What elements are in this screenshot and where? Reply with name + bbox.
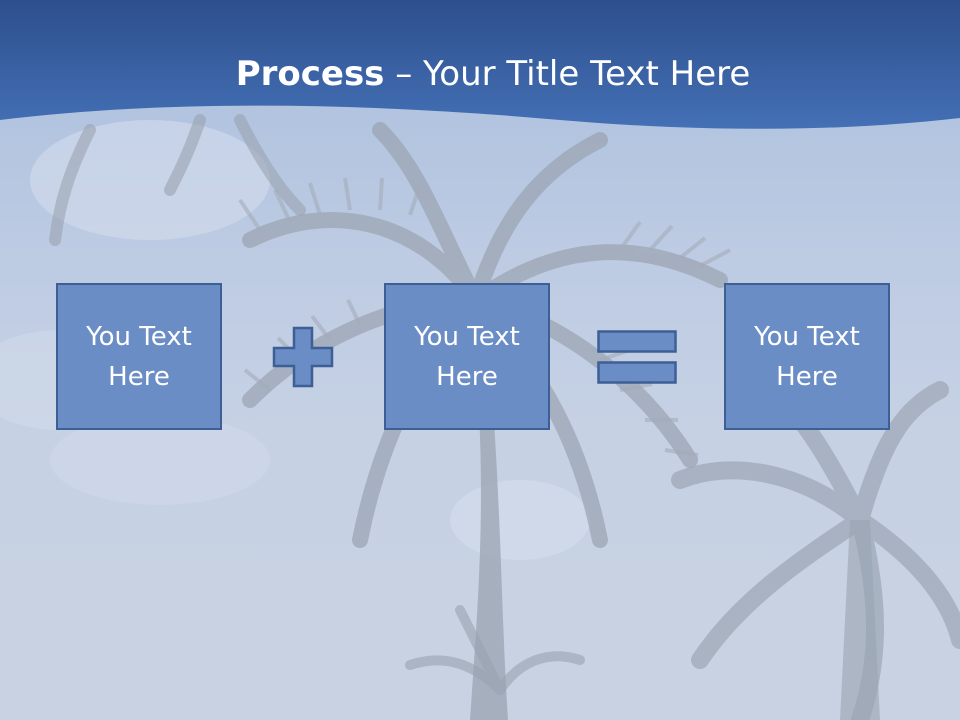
process-box-1[interactable]: You Text Here [56,283,222,430]
header-band [0,0,960,129]
process-box-2[interactable]: You Text Here [384,283,550,430]
process-box-text: You Text Here [86,321,192,392]
page-title: Process – Your Title Text Here [0,50,960,98]
process-box-3[interactable]: You Text Here [724,283,890,430]
plus-icon [272,326,334,388]
title-bold: Process [235,54,385,94]
process-box-text: You Text Here [754,321,860,392]
title-rest: – Your Title Text Here [384,54,751,94]
equals-icon [597,330,677,384]
process-box-text: You Text Here [414,321,520,392]
